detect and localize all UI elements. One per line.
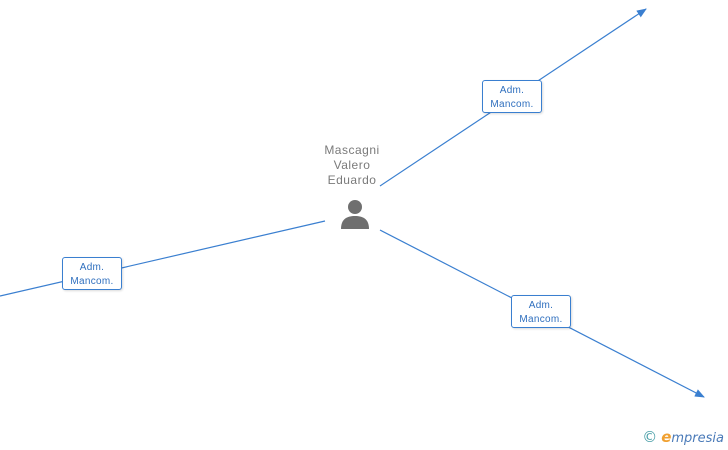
role-label-line-1: Adm. bbox=[499, 85, 525, 96]
person-name-line-3: Eduardo bbox=[327, 173, 377, 187]
person-name[interactable]: Mascagni Valero Eduardo bbox=[300, 143, 404, 188]
role-label-line-1: Adm. bbox=[79, 262, 105, 273]
brand-rest: mpresia bbox=[671, 431, 724, 446]
person-name-line-1: Mascagni bbox=[324, 143, 380, 157]
role-label-line-1: Adm. bbox=[528, 300, 554, 311]
person-name-line-2: Valero bbox=[333, 158, 371, 172]
role-box-left[interactable]: Adm. Mancom. bbox=[62, 257, 122, 290]
brand-initial: e bbox=[661, 428, 672, 446]
role-box-lower-right[interactable]: Adm. Mancom. bbox=[511, 295, 571, 328]
role-label-line-2: Mancom. bbox=[490, 99, 534, 110]
person-silhouette-icon[interactable] bbox=[339, 198, 371, 230]
role-box-upper-right[interactable]: Adm. Mancom. bbox=[482, 80, 542, 113]
copyright-icon: © bbox=[642, 428, 658, 446]
empresia-logo[interactable]: empresia bbox=[661, 428, 724, 446]
edge-left bbox=[0, 220, 326, 297]
role-label-line-2: Mancom. bbox=[70, 276, 114, 287]
role-label-line-2: Mancom. bbox=[519, 314, 563, 325]
footer-brand: © empresia bbox=[642, 428, 724, 446]
